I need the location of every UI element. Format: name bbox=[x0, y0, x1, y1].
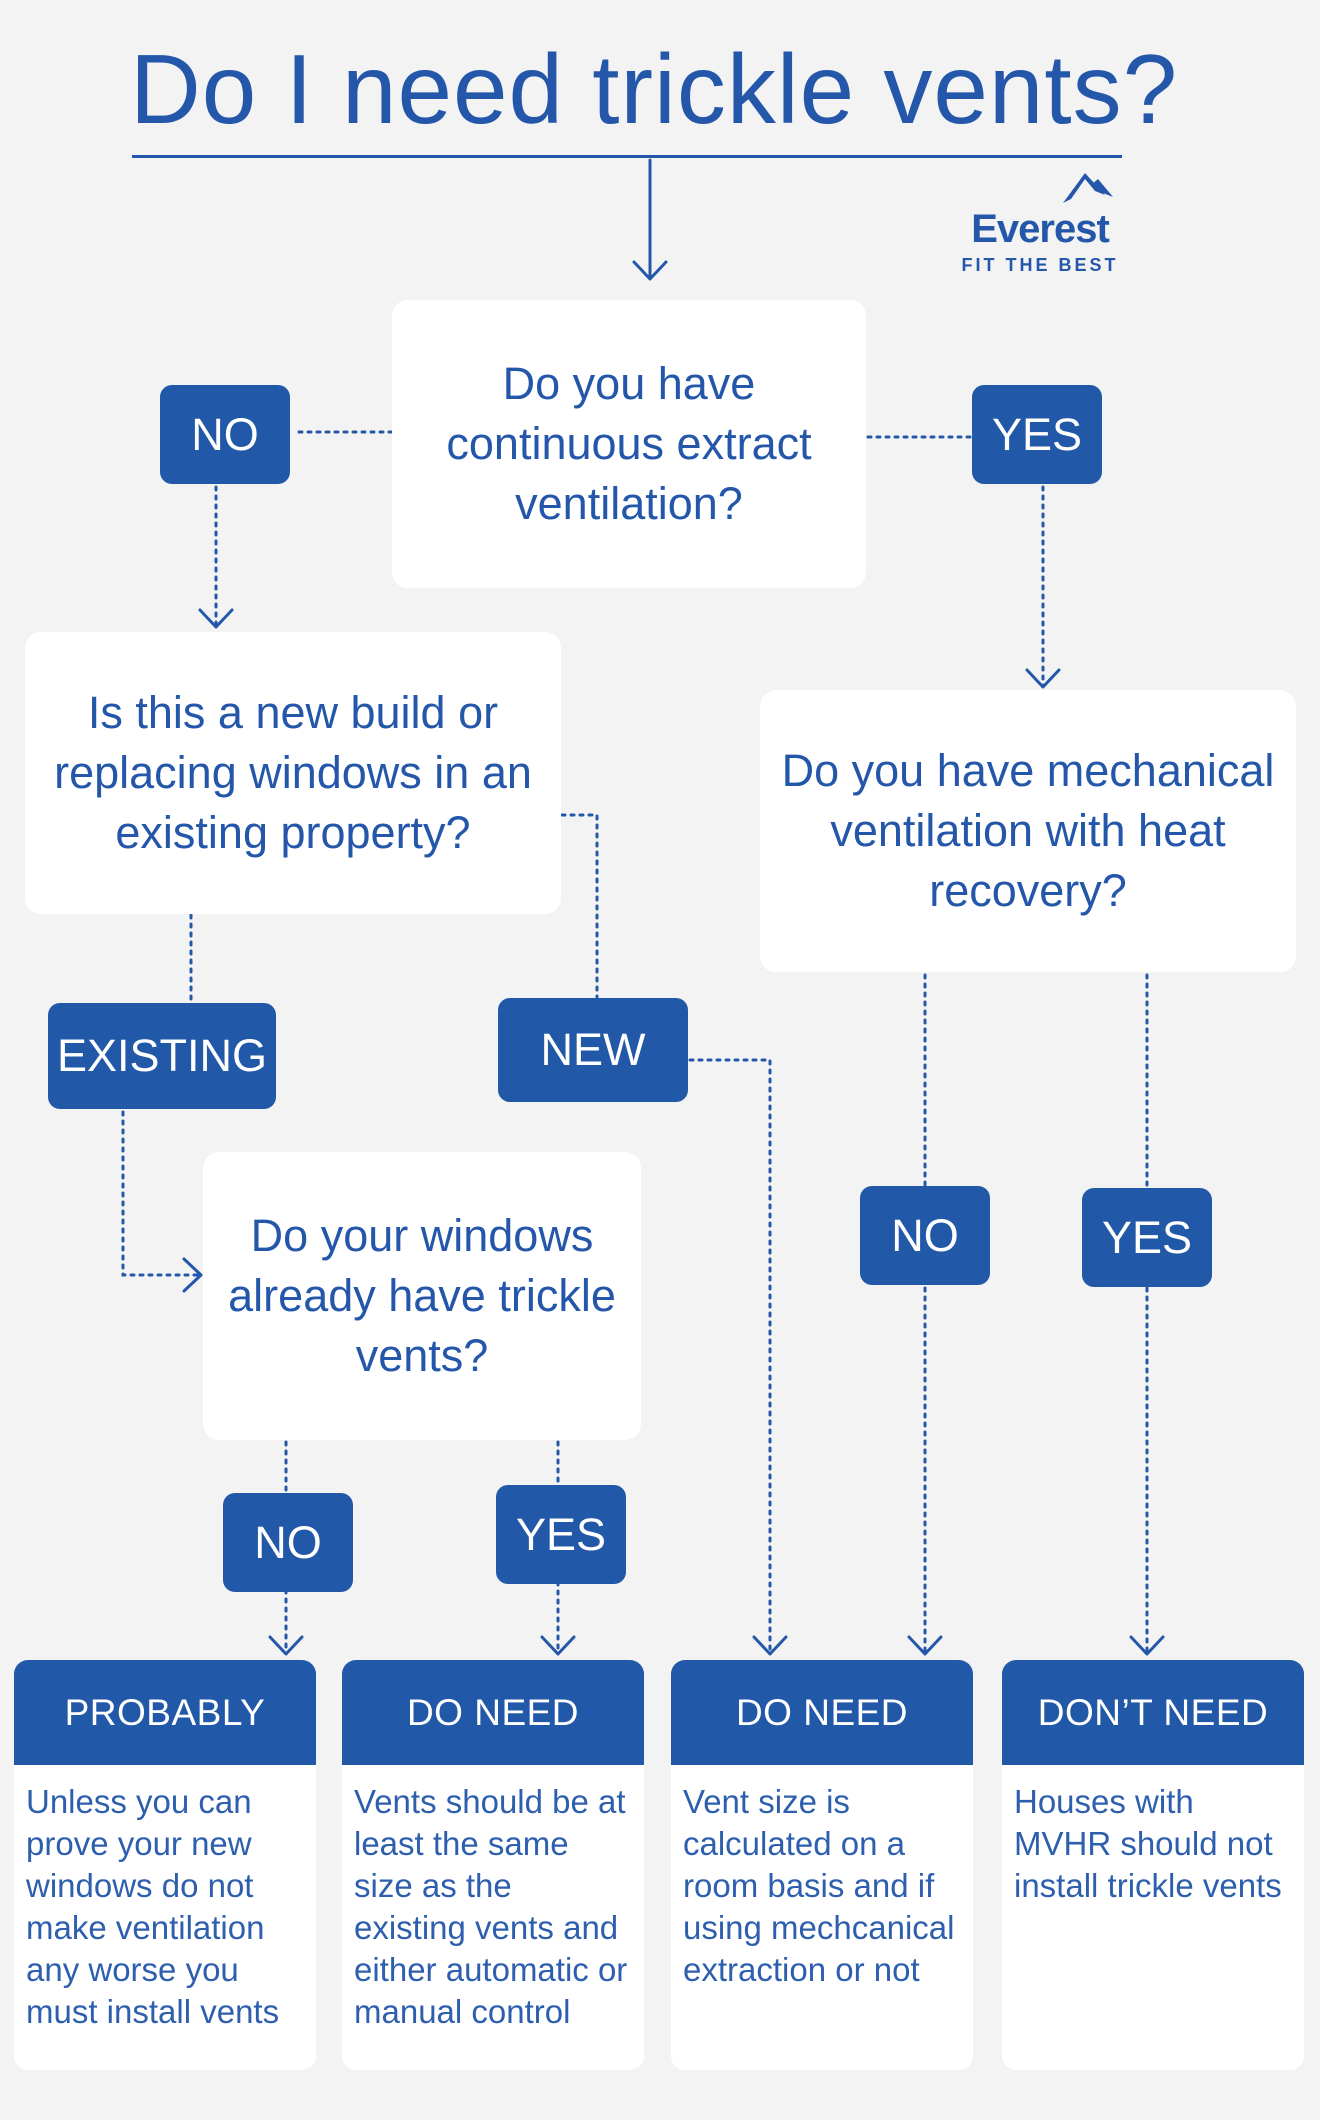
result-heading: DO NEED bbox=[671, 1660, 973, 1765]
question-mvhr: Do you have mechanical ventilation with … bbox=[760, 690, 1296, 972]
arrowhead-to-result2 bbox=[540, 1635, 576, 1656]
arrowhead-to-result4 bbox=[1129, 1635, 1165, 1656]
label-q4-yes: YES bbox=[496, 1485, 626, 1584]
arrowhead-to-q4 bbox=[182, 1257, 203, 1293]
result-dont-need: DON’T NEED Houses with MVHR should not i… bbox=[1002, 1660, 1304, 2070]
result-text: Houses with MVHR should not install tric… bbox=[1014, 1783, 1282, 1904]
connector-q2-to-new bbox=[560, 813, 599, 999]
page-title: Do I need trickle vents? bbox=[130, 34, 1179, 144]
label-q4-no: NO bbox=[223, 1493, 353, 1592]
label-q2-new: NEW bbox=[498, 998, 688, 1102]
result-text: Unless you can prove your new windows do… bbox=[26, 1783, 280, 2030]
result-do-need-existing: DO NEED Vents should be at least the sam… bbox=[342, 1660, 644, 2070]
connector-existing-to-q4 bbox=[121, 1110, 202, 1277]
arrowhead-title-to-q1 bbox=[632, 260, 668, 281]
question-new-build-or-existing: Is this a new build or replacing windows… bbox=[25, 632, 561, 914]
result-do-need-new: DO NEED Vent size is calculated on a roo… bbox=[671, 1660, 973, 2070]
result-text: Vent size is calculated on a room basis … bbox=[683, 1783, 955, 1988]
result-probably: PROBABLY Unless you can prove your new w… bbox=[14, 1660, 316, 2070]
arrowhead-to-result1 bbox=[268, 1635, 304, 1656]
arrowhead-new-to-result3 bbox=[752, 1635, 788, 1656]
question-continuous-extract: Do you have continuous extract ventilati… bbox=[392, 300, 866, 588]
arrowhead-to-q3 bbox=[1025, 668, 1061, 689]
label-q2-existing: EXISTING bbox=[48, 1003, 276, 1109]
arrowhead-to-q2 bbox=[198, 608, 234, 629]
everest-logo: Everest FIT THE BEST bbox=[945, 165, 1135, 275]
result-heading: PROBABLY bbox=[14, 1660, 316, 1765]
label-q3-no: NO bbox=[860, 1186, 990, 1285]
label-q3-yes: YES bbox=[1082, 1188, 1212, 1287]
result-heading: DON’T NEED bbox=[1002, 1660, 1304, 1765]
question-existing-trickle-vents: Do your windows already have trickle ven… bbox=[203, 1152, 641, 1440]
logo-brand: Everest bbox=[971, 207, 1110, 251]
mountain-icon bbox=[1063, 173, 1113, 203]
arrowhead-q3no-to-result3 bbox=[907, 1635, 943, 1656]
logo-tagline: FIT THE BEST bbox=[961, 255, 1119, 275]
label-q1-yes: YES bbox=[972, 385, 1102, 484]
label-q1-no: NO bbox=[160, 385, 290, 484]
connector-new-to-result3 bbox=[688, 1058, 772, 1655]
title-underline bbox=[132, 155, 1122, 158]
result-heading: DO NEED bbox=[342, 1660, 644, 1765]
result-text: Vents should be at least the same size a… bbox=[354, 1783, 628, 2030]
